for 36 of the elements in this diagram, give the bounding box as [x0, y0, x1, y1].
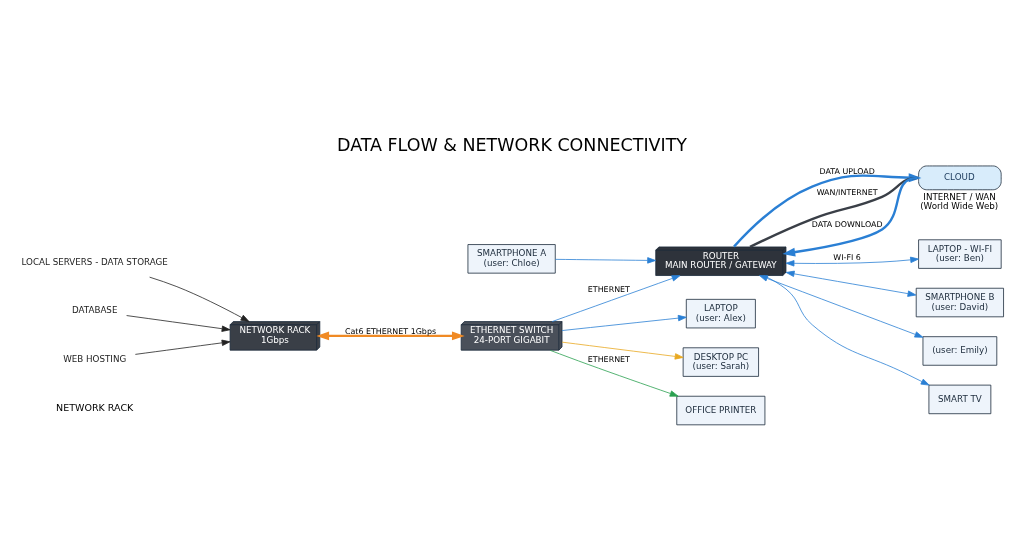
arrow	[316, 331, 465, 341]
edge-label: ETHERNET	[587, 355, 630, 365]
edge-label: ETHERNET	[587, 285, 630, 295]
edge-label: Cat6 ETHERNET 1Gbps	[344, 326, 437, 336]
arrow	[551, 275, 681, 322]
node-label: (World Wide Web)	[920, 201, 999, 212]
arrow	[785, 270, 917, 297]
arrow	[782, 176, 918, 257]
arrow	[561, 314, 687, 331]
node-box: (user: Emily)	[922, 336, 998, 366]
diagram-title: DATA FLOW & NETWORK CONNECTIVITY	[337, 135, 687, 156]
arrow	[555, 257, 656, 264]
label: NETWORK RACK	[56, 401, 134, 413]
edge-label: DATA UPLOAD	[819, 166, 875, 176]
arrow	[561, 341, 684, 360]
node-text: DATABASE	[71, 305, 118, 316]
arrow	[763, 275, 930, 386]
node-box: DESKTOP PC (user: Sarah)	[682, 347, 759, 377]
arrow	[126, 315, 231, 332]
node-box: SMART TV	[928, 384, 992, 415]
edge-label: WAN/INTERNET	[816, 187, 878, 197]
arrow	[149, 276, 250, 322]
arrow	[785, 256, 919, 267]
node-box: LAPTOP (user: Alex)	[685, 298, 756, 329]
edge-label: WI-FI 6	[833, 252, 861, 262]
node-text: WEB HOSTING	[63, 353, 127, 364]
node-box: SMARTPHONE A (user: Chloe)	[467, 244, 556, 274]
arrow	[134, 339, 231, 355]
arrow	[759, 275, 924, 338]
node-box: SMARTPHONE B (user: David)	[915, 287, 1004, 318]
edge-label: DATA DOWNLOAD	[811, 220, 883, 230]
node-text: LOCAL SERVERS - DATA STORAGE	[21, 257, 168, 268]
node-box: OFFICE PRINTER	[676, 395, 766, 426]
node-label: INTERNET / WAN	[923, 191, 996, 202]
node-box: LAPTOP - WI-FI (user: Ben)	[918, 239, 1002, 269]
arrow	[549, 349, 679, 397]
